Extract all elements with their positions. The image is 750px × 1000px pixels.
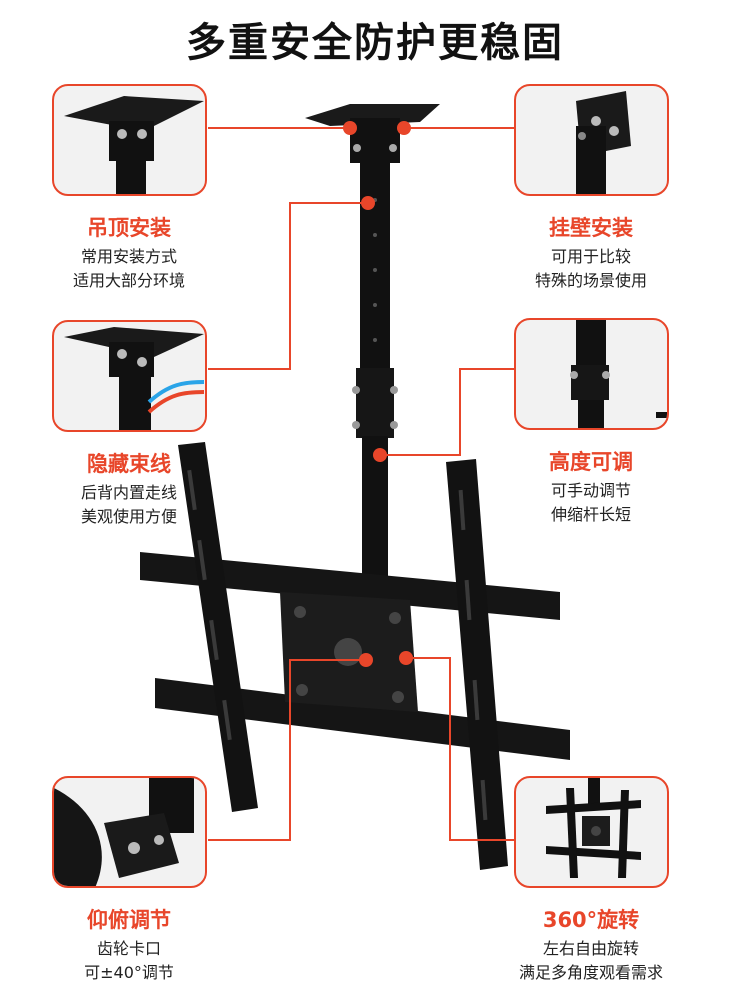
connector-tilt	[208, 659, 366, 841]
panel-hidden-cable	[52, 320, 207, 432]
vertical-rail-right	[446, 459, 508, 870]
hotspot-wall	[397, 121, 411, 135]
feature-title-rotate: 360°旋转	[542, 908, 640, 932]
horizontal-bar-bottom	[155, 678, 570, 760]
tilt-joint-image	[54, 778, 194, 886]
feature-desc-wall: 可用于比较 特殊的场景使用	[534, 247, 647, 290]
rotating-mount-image	[546, 778, 641, 878]
feature-desc-rotate: 左右自由旋转 满足多角度观看需求	[518, 939, 663, 982]
feature-desc-cable: 后背内置走线 美观使用方便	[80, 483, 177, 526]
hotspot-tilt	[359, 653, 373, 667]
panel-height-adjust	[514, 318, 669, 430]
panel-tilt-adjust	[52, 776, 207, 888]
feature-desc-ceiling: 常用安装方式 适用大部分环境	[72, 247, 185, 290]
feature-title-cable: 隐藏束线	[87, 452, 171, 476]
feature-title-wall: 挂壁安装	[549, 216, 633, 240]
panel-ceiling-install	[52, 84, 207, 196]
panel-rotate	[514, 776, 669, 888]
cable-routing-image	[64, 327, 205, 430]
horizontal-bar-top	[140, 552, 560, 620]
connector-cable	[208, 202, 368, 370]
page-title: 多重安全防护更稳固	[186, 20, 564, 66]
hotspot-rotate	[399, 651, 413, 665]
hotspot-cable	[361, 196, 375, 210]
feature-title-ceiling: 吊顶安装	[87, 216, 171, 240]
panel-wall-install	[514, 84, 669, 196]
connector-rotate	[406, 657, 515, 841]
vertical-rail-left	[178, 442, 258, 812]
feature-title-height: 高度可调	[549, 450, 633, 474]
ceiling-bracket-image	[64, 96, 204, 194]
wall-bracket-image	[576, 91, 631, 194]
feature-desc-tilt: 齿轮卡口 可±40°调节	[84, 939, 174, 982]
connector-height	[380, 368, 515, 456]
hotspot-height	[373, 448, 387, 462]
upper-pole	[360, 160, 390, 370]
feature-title-tilt: 仰俯调节	[87, 908, 171, 932]
pole-sleeve	[356, 368, 394, 438]
feature-desc-height: 可手动调节 伸缩杆长短	[550, 481, 631, 524]
telescopic-pole-image	[570, 320, 667, 428]
ceiling-plate	[305, 104, 440, 126]
hotspot-ceiling	[343, 121, 357, 135]
